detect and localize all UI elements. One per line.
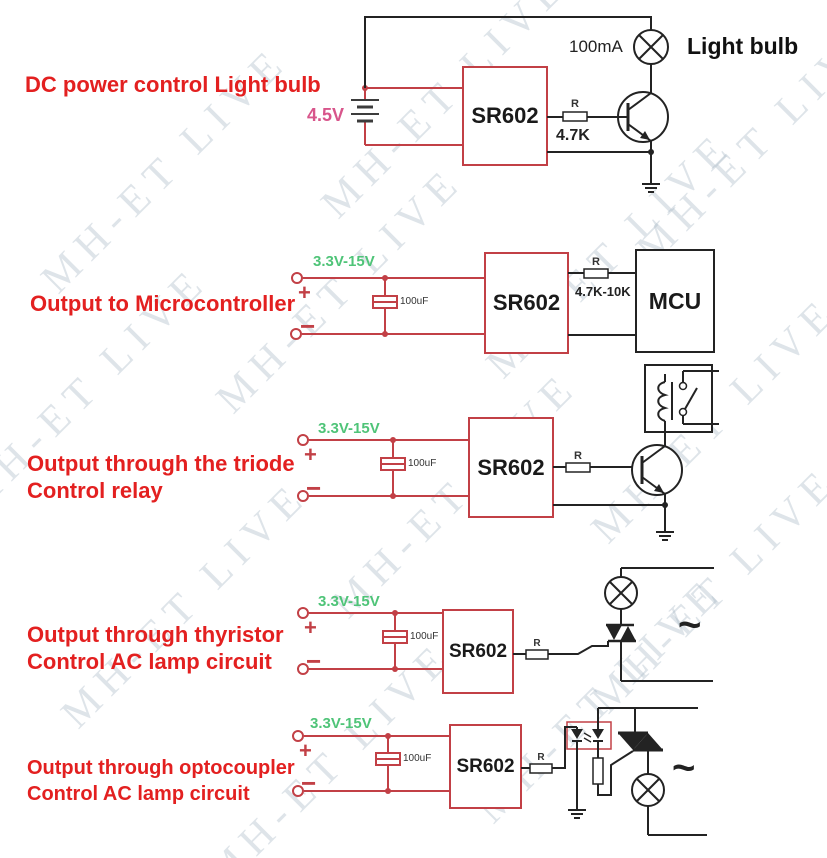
chip-label: SR602 — [477, 454, 545, 480]
resistor-icon — [583, 268, 609, 279]
section4-title-line2: Control AC lamp circuit — [27, 649, 272, 674]
section5-title-line2: Control AC lamp circuit — [27, 783, 250, 805]
capacitor-icon — [382, 630, 408, 644]
capacitor-value: 100uF — [408, 458, 437, 469]
sr602-box — [442, 609, 514, 694]
minus-sign: − — [300, 311, 316, 341]
section4-title-line1: Output through thyristor — [27, 622, 284, 647]
capacitor-icon — [372, 295, 398, 309]
npn-transistor-icon — [631, 444, 683, 496]
optocoupler-led-icon — [571, 727, 592, 749]
relay-icon — [644, 364, 719, 433]
resistor-icon — [529, 763, 553, 774]
section3-black-wiring — [553, 364, 719, 541]
mcu-label: MCU — [648, 287, 702, 314]
sr602-box — [484, 252, 569, 354]
plus-sign: + — [299, 738, 312, 763]
section4-black-wiring — [513, 567, 714, 682]
ground-icon — [656, 531, 674, 541]
battery-icon — [351, 99, 379, 123]
terminal-positive — [291, 272, 303, 284]
resistor-name: R — [574, 450, 582, 462]
optocoupler-receiver-icon — [592, 723, 604, 758]
section2-title: Output to Microcontroller — [30, 291, 296, 316]
resistor-value: 4.7K — [556, 127, 590, 144]
sr602-box — [449, 724, 522, 809]
minus-sign: − — [306, 473, 322, 503]
mcu-box — [635, 249, 715, 353]
minus-sign: − — [306, 646, 322, 676]
terminal-positive — [297, 607, 309, 619]
lamp-icon — [604, 576, 638, 610]
triac-icon — [606, 623, 636, 643]
plus-sign: + — [304, 442, 317, 467]
resistor-name: R — [571, 98, 579, 110]
optocoupler-box — [566, 721, 612, 750]
lamp-icon — [631, 773, 665, 807]
resistor-icon — [565, 462, 591, 473]
resistor-icon — [562, 111, 588, 122]
load-label: Light bulb — [687, 33, 799, 59]
plus-sign: + — [298, 280, 311, 305]
section5-red-wiring — [292, 721, 612, 809]
resistor-icon — [592, 757, 604, 785]
terminal-negative — [297, 663, 309, 675]
capacitor-icon — [380, 457, 406, 471]
section3-title-line1: Output through the triode — [27, 451, 295, 476]
supply-range-label: 3.3V-15V — [318, 593, 380, 610]
capacitor-icon — [375, 752, 401, 766]
section2-black-wiring — [568, 249, 715, 353]
section1-title: DC power control Light bulb — [25, 72, 321, 97]
lightbulb-icon — [633, 29, 669, 65]
section2-red-wiring — [290, 252, 569, 354]
supply-range-label: 3.3V-15V — [318, 420, 380, 437]
supply-range-label: 3.3V-15V — [313, 253, 375, 270]
section1-black-wiring — [364, 16, 669, 193]
current-label: 100mA — [569, 37, 623, 56]
resistor-value: 4.7K-10K — [575, 284, 631, 299]
capacitor-value: 100uF — [410, 631, 439, 642]
terminal-positive — [292, 730, 304, 742]
section1-red-wiring — [351, 66, 548, 166]
ac-source-symbol: ~ — [678, 603, 702, 647]
terminal-positive — [297, 434, 309, 446]
capacitor-value: 100uF — [403, 753, 432, 764]
chip-label: SR602 — [492, 290, 561, 315]
section5-black-wiring — [521, 707, 707, 836]
sr602-box — [462, 66, 548, 166]
battery-voltage-label: 4.5V — [307, 105, 345, 125]
resistor-name: R — [592, 256, 600, 268]
minus-sign: − — [301, 768, 317, 798]
section4-red-wiring — [297, 607, 514, 694]
sr602-box — [468, 417, 554, 518]
chip-label: SR602 — [456, 755, 515, 777]
capacitor-value: 100uF — [400, 296, 429, 307]
chip-label: SR602 — [471, 103, 539, 128]
triac-icon — [618, 731, 663, 752]
ground-icon — [642, 183, 660, 193]
resistor-icon — [525, 649, 549, 660]
supply-range-label: 3.3V-15V — [310, 715, 372, 732]
terminal-negative — [290, 328, 302, 340]
terminal-negative — [297, 490, 309, 502]
terminal-negative — [292, 785, 304, 797]
chip-label: SR602 — [448, 640, 508, 662]
section3-red-wiring — [297, 417, 554, 518]
section5-title-line1: Output through optocoupler — [27, 757, 295, 779]
resistor-name: R — [533, 638, 541, 649]
ground-icon — [568, 809, 586, 819]
plus-sign: + — [304, 615, 317, 640]
resistor-name: R — [537, 752, 545, 763]
section3-title-line2: Control relay — [27, 478, 163, 503]
ac-source-symbol: ~ — [672, 746, 696, 790]
